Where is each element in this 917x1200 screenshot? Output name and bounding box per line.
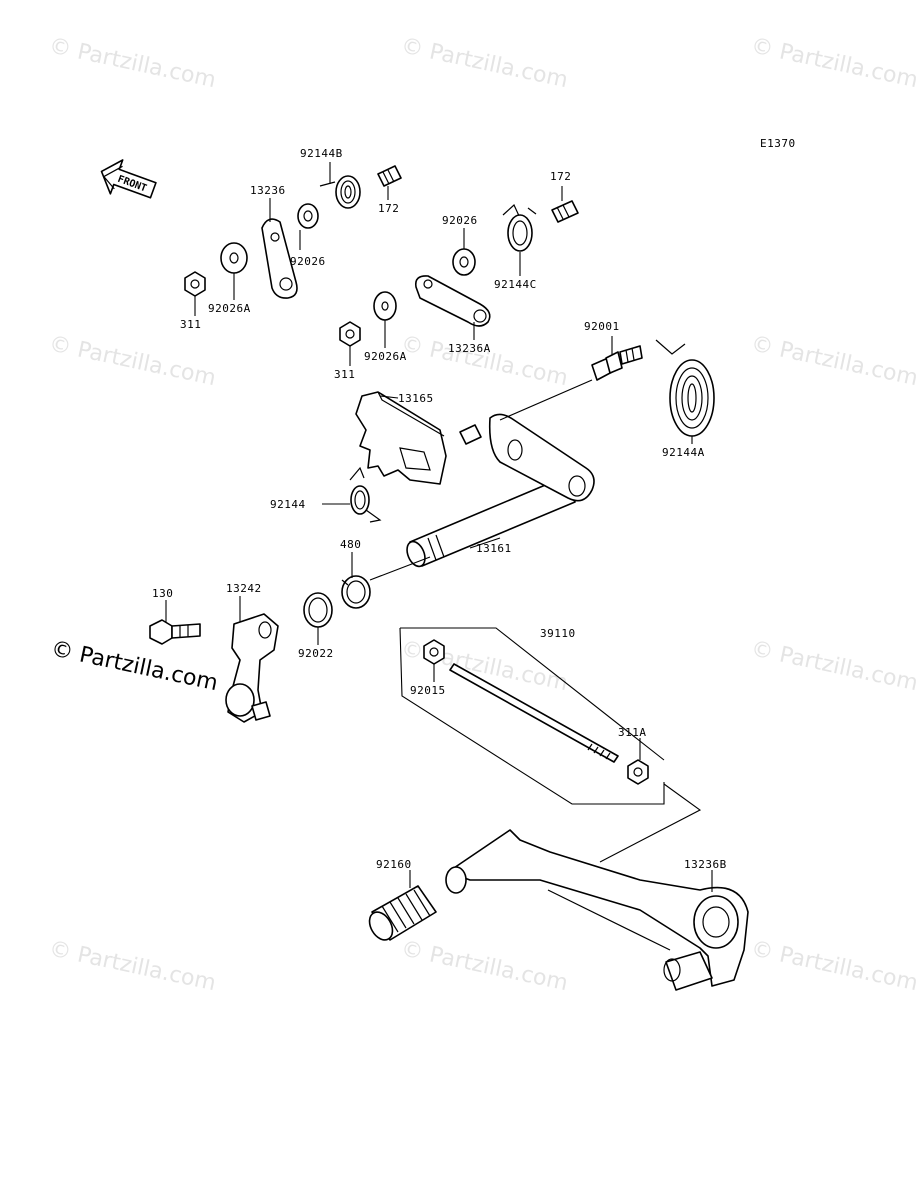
nut-92015 bbox=[423, 639, 445, 665]
nut-311A bbox=[627, 759, 649, 785]
watermark: © Partzilla.com bbox=[47, 331, 218, 391]
washer-92022 bbox=[303, 592, 333, 628]
lever-13236A bbox=[414, 275, 491, 327]
pin-172-b bbox=[551, 200, 579, 223]
washer-92026A-b bbox=[373, 291, 397, 321]
label-130: 130 bbox=[152, 587, 173, 600]
label-92144B: 92144B bbox=[300, 147, 343, 160]
nut-311-a bbox=[184, 271, 206, 297]
label-13242: 13242 bbox=[226, 582, 262, 595]
label-92001: 92001 bbox=[584, 320, 620, 333]
spring-92144A bbox=[655, 339, 715, 437]
watermark: © Partzilla.com bbox=[399, 33, 570, 93]
label-92026-a: 92026 bbox=[290, 255, 326, 268]
label-311A: 311A bbox=[618, 726, 647, 739]
leader-lines bbox=[165, 162, 713, 892]
tie-rod bbox=[449, 663, 619, 763]
label-13236B: 13236B bbox=[684, 858, 727, 871]
nut-311-b bbox=[339, 321, 361, 347]
label-172-a: 172 bbox=[378, 202, 399, 215]
label-39110: 39110 bbox=[540, 627, 576, 640]
watermark: © Partzilla.com bbox=[47, 33, 218, 93]
front-arrow-icon: FRONT bbox=[100, 159, 157, 199]
washer-92026-b bbox=[452, 248, 476, 276]
label-13236: 13236 bbox=[250, 184, 286, 197]
watermark: © Partzilla.com bbox=[749, 636, 917, 696]
washer-92026A-a bbox=[220, 242, 248, 274]
plate-13165 bbox=[355, 391, 447, 485]
rubber-92160 bbox=[368, 885, 437, 941]
watermark: © Partzilla.com bbox=[749, 33, 917, 93]
label-92026A-a: 92026A bbox=[208, 302, 251, 315]
watermark: © Partzilla.com bbox=[749, 936, 917, 996]
pin-172-a bbox=[377, 165, 402, 187]
circlip-480 bbox=[341, 575, 371, 609]
washer-92026-a bbox=[297, 203, 319, 229]
label-92015: 92015 bbox=[410, 684, 446, 697]
watermark: © Partzilla.com bbox=[749, 331, 917, 391]
diagram-code: E1370 bbox=[760, 137, 796, 150]
label-172-b: 172 bbox=[550, 170, 571, 183]
label-92026-b: 92026 bbox=[442, 214, 478, 227]
bolt-92001 bbox=[591, 345, 643, 381]
assembly-box-39110 bbox=[399, 627, 665, 805]
label-92026A-b: 92026A bbox=[364, 350, 407, 363]
pedal-13236B bbox=[445, 829, 749, 991]
label-13236A: 13236A bbox=[448, 342, 491, 355]
spring-92144B bbox=[319, 175, 361, 209]
part-labels: 92144B 13236 172 172 92026 92026 92144C … bbox=[152, 147, 727, 871]
spring-92144 bbox=[349, 466, 382, 523]
label-311-a: 311 bbox=[180, 318, 201, 331]
label-92144C: 92144C bbox=[494, 278, 537, 291]
label-480: 480 bbox=[340, 538, 361, 551]
watermark: © Partzilla.com bbox=[399, 331, 570, 391]
watermark-main: © Partzilla.com bbox=[49, 636, 220, 696]
arm-13242 bbox=[225, 613, 279, 723]
label-92144: 92144 bbox=[270, 498, 306, 511]
label-311-b: 311 bbox=[334, 368, 355, 381]
spring-92144C bbox=[502, 204, 537, 252]
watermark: © Partzilla.com bbox=[399, 936, 570, 996]
bolt-130 bbox=[149, 619, 201, 645]
label-92022: 92022 bbox=[298, 647, 334, 660]
shaft-13161 bbox=[406, 413, 595, 568]
watermark: © Partzilla.com bbox=[47, 936, 218, 996]
label-13161: 13161 bbox=[476, 542, 512, 555]
connector-line bbox=[599, 783, 702, 863]
label-92160: 92160 bbox=[376, 858, 412, 871]
label-13165: 13165 bbox=[398, 392, 434, 405]
label-92144A: 92144A bbox=[662, 446, 705, 459]
